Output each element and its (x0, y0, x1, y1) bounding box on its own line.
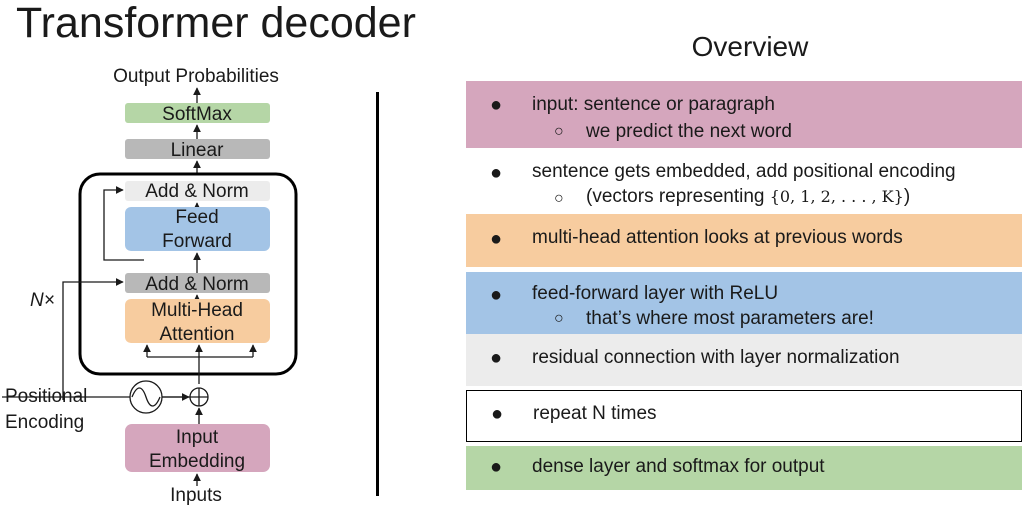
vertical-divider (376, 92, 379, 496)
overview-title: Overview (691, 31, 809, 62)
overview-item-feed-forward: ● feed-forward layer with ReLU ○ that’s … (466, 272, 1022, 334)
positional-label-line2: Encoding (5, 412, 84, 433)
bullet-icon: ● (490, 284, 503, 306)
overview-item-embedding: ● sentence gets embedded, add positional… (466, 148, 1022, 214)
overview-item-input: ● input: sentence or paragraph ○ we pred… (466, 81, 1022, 148)
overview-item-output: ● dense layer and softmax for output (466, 446, 1022, 490)
bullet-icon: ● (490, 94, 503, 116)
positions-set-math: {0, 1, 2, . . . , K} (769, 187, 904, 206)
linear-block (125, 139, 270, 159)
sub-bullet-icon: ○ (554, 190, 564, 207)
feed-forward-block (125, 207, 270, 251)
sine-wave-icon (131, 387, 161, 407)
add-norm-bottom-block (125, 273, 270, 293)
overview-item-text: residual connection with layer normaliza… (532, 347, 900, 368)
attention-label-line1: Multi-Head (151, 300, 243, 321)
linear-label: Linear (171, 140, 224, 161)
decoder-block-frame (78, 172, 298, 376)
overview-item-subtext: we predict the next word (586, 121, 792, 142)
output-probabilities-label: Output Probabilities (113, 66, 279, 87)
residual-ff-path (103, 186, 144, 261)
attention-label-line2: Attention (160, 324, 235, 345)
feed-forward-label-line1: Feed (175, 207, 218, 228)
n-times-label: N× (30, 290, 55, 311)
overview-item-residual: ● residual connection with layer normali… (466, 334, 1022, 386)
input-embedding-block (125, 424, 270, 472)
overview-item-text: multi-head attention looks at previous w… (532, 227, 903, 248)
embedding-label-line2: Embedding (149, 451, 245, 472)
bullet-icon: ● (491, 403, 504, 425)
overview-item-subtext: (vectors representing {0, 1, 2, . . . , … (586, 186, 910, 208)
overview-item-text: repeat N times (533, 403, 657, 424)
embedding-label-line1: Input (176, 427, 219, 448)
overview-item-text: input: sentence or paragraph (532, 94, 775, 115)
bullet-icon: ● (490, 228, 503, 250)
slide-title: Transformer decoder (16, 0, 416, 47)
overview-item-repeat: ● repeat N times (466, 390, 1022, 442)
sub-bullet-icon: ○ (554, 123, 564, 140)
softmax-label: SoftMax (162, 104, 232, 125)
softmax-block (125, 103, 270, 123)
overview-item-text: dense layer and softmax for output (532, 456, 825, 477)
add-norm-top-label: Add & Norm (145, 181, 248, 202)
positional-label-line1: Positional (5, 386, 87, 407)
add-norm-bottom-label: Add & Norm (145, 274, 248, 295)
multi-head-attention-block (125, 299, 270, 343)
inputs-label: Inputs (170, 485, 222, 506)
bullet-icon: ● (490, 456, 503, 478)
subtext-suffix: ) (903, 186, 911, 207)
feed-forward-label-line2: Forward (162, 231, 232, 252)
overview-item-text: sentence gets embedded, add positional e… (532, 161, 956, 182)
overview-item-subtext: that’s where most parameters are! (586, 308, 874, 329)
subtext-prefix: (vectors representing (586, 186, 770, 207)
add-norm-top-block (125, 181, 270, 201)
overview-item-text: feed-forward layer with ReLU (532, 283, 779, 304)
residual-attention-path (62, 278, 124, 400)
transformer-decoder-diagram: Output Probabilities SoftMax Linear Add … (2, 66, 298, 506)
bullet-icon: ● (490, 162, 503, 184)
bullet-icon: ● (490, 347, 503, 369)
overview-item-attention: ● multi-head attention looks at previous… (466, 214, 1022, 267)
sub-bullet-icon: ○ (554, 310, 564, 327)
